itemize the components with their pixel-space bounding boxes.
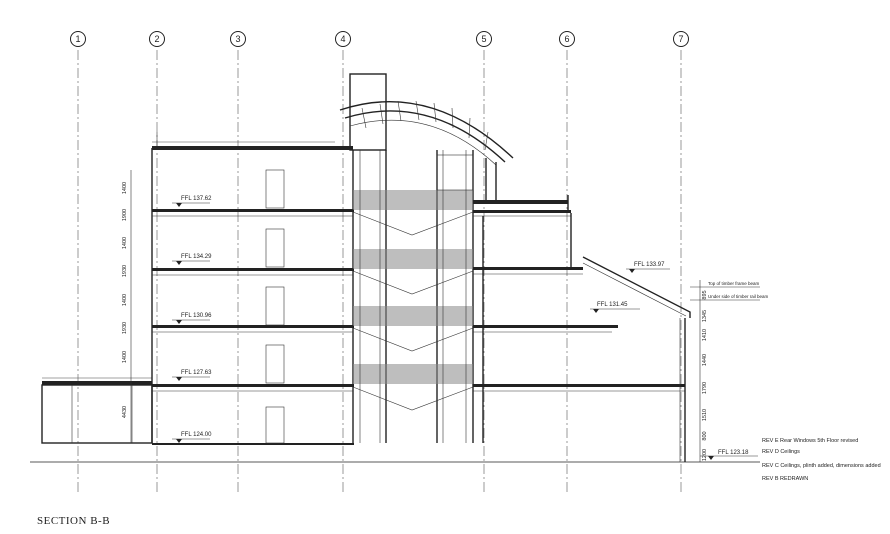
svg-text:4: 4 [340, 34, 345, 44]
svg-text:1440: 1440 [702, 354, 708, 366]
atrium-core [349, 73, 474, 443]
note: Under side of timber rail beam [708, 294, 769, 299]
level-label: FFL 131.45 [597, 302, 628, 308]
notes: Top of timber frame beam Under side of t… [690, 281, 769, 301]
svg-text:1400: 1400 [122, 237, 128, 249]
revision-line: REV D Ceilings [762, 449, 800, 455]
level-labels: FFL 137.62 FFL 134.29 FFL 130.96 FFL 127… [172, 196, 212, 443]
svg-text:1930: 1930 [122, 265, 128, 277]
grid-bubble-6: 6 [559, 31, 575, 47]
left-annex [41, 377, 153, 444]
svg-text:5: 5 [481, 34, 486, 44]
svg-text:6: 6 [564, 34, 569, 44]
svg-text:7: 7 [678, 34, 683, 44]
level-label: FFL 123.18 [718, 450, 749, 456]
grid-bubble-7: 7 [673, 31, 689, 47]
doors-left [265, 169, 285, 444]
level-label: FFL 134.29 [181, 254, 212, 260]
drawing-title: SECTION B-B [37, 515, 110, 527]
revision-line: REV C Ceilings, plinth added, dimensions… [762, 463, 881, 469]
floor-slabs-left [152, 209, 354, 445]
main-block [151, 132, 354, 443]
level-label: FFL 130.96 [181, 313, 212, 319]
revision-line: REV B REDRAWN [762, 476, 808, 482]
svg-text:1930: 1930 [122, 322, 128, 334]
svg-text:1790: 1790 [702, 382, 708, 394]
curved-roof [339, 100, 514, 200]
level-label: FFL 133.97 [634, 262, 665, 268]
level-label: FFL 137.62 [181, 196, 212, 202]
right-dimensions: 895 1345 1410 1440 1790 1510 800 1200 [699, 280, 708, 462]
svg-text:4430: 4430 [122, 406, 128, 418]
left-dimensions: 1400 1900 1400 1930 1400 1930 1400 4430 [122, 170, 132, 443]
svg-text:1200: 1200 [702, 449, 708, 461]
level-label: FFL 127.63 [181, 370, 212, 376]
grid-bubble-1: 1 [70, 31, 86, 47]
grid-bubbles: 1 2 3 4 5 6 7 [70, 31, 689, 47]
svg-text:1400: 1400 [122, 351, 128, 363]
revision-notes: REV E Rear Windows 5th Floor revised REV… [762, 438, 881, 482]
svg-text:895: 895 [702, 290, 708, 299]
svg-text:1900: 1900 [122, 209, 128, 221]
right-level-labels: FFL 133.97 FFL 131.45 FFL 123.18 [590, 262, 758, 460]
grid-bubble-5: 5 [476, 31, 492, 47]
svg-text:1510: 1510 [702, 409, 708, 421]
grid-bubble-4: 4 [335, 31, 351, 47]
svg-text:2: 2 [154, 34, 159, 44]
svg-text:3: 3 [235, 34, 240, 44]
grid-bubble-2: 2 [149, 31, 165, 47]
note: Top of timber frame beam [708, 281, 760, 286]
grid-bubble-3: 3 [230, 31, 246, 47]
level-label: FFL 124.00 [181, 432, 212, 438]
svg-text:1: 1 [75, 34, 80, 44]
svg-text:1400: 1400 [122, 294, 128, 306]
revision-line: REV E Rear Windows 5th Floor revised [762, 438, 858, 444]
svg-text:1410: 1410 [702, 329, 708, 341]
svg-text:800: 800 [702, 431, 708, 440]
svg-text:1400: 1400 [122, 182, 128, 194]
right-block [473, 195, 691, 462]
svg-text:1345: 1345 [702, 310, 708, 322]
